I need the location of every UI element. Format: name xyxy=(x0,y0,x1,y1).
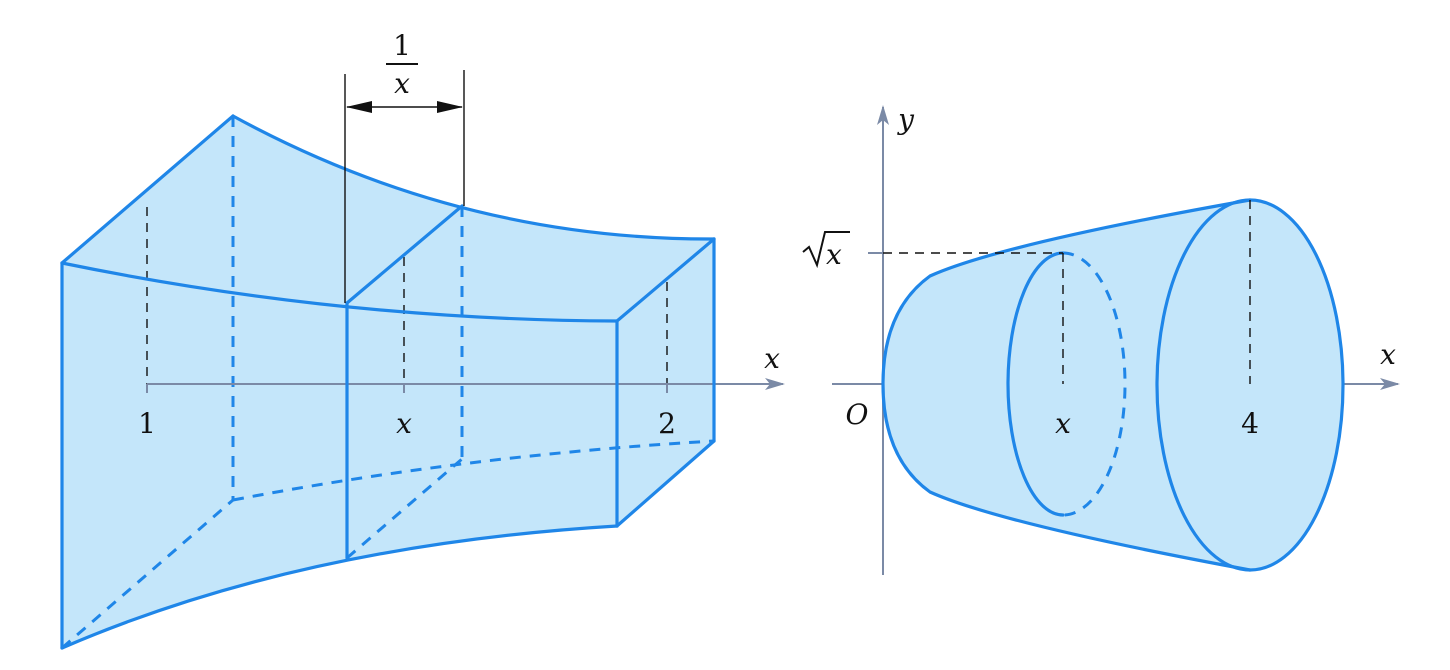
solid-cross-sections-figure: 1 x x 1 x 2 xyxy=(60,29,785,650)
right-tick-label-4: 4 xyxy=(1241,407,1259,440)
left-x-axis-label: x xyxy=(764,342,780,375)
solid-end-face xyxy=(617,239,714,526)
bottom-front-curve xyxy=(60,524,619,650)
tick-label-x: x xyxy=(396,407,412,440)
right-tick-label-x: x xyxy=(1055,407,1071,440)
sqrt-radicand: x xyxy=(826,238,842,271)
solid-of-revolution-figure: x y x O x 4 xyxy=(802,103,1400,575)
hidden-bottom-diagonal-edge xyxy=(61,498,234,650)
solid-top-face xyxy=(62,116,714,321)
width-label-numerator: 1 xyxy=(393,29,411,62)
tick-label-2: 2 xyxy=(658,407,676,440)
slice-top-edge xyxy=(345,204,464,305)
top-back-curve xyxy=(231,114,716,241)
radical-sign-icon xyxy=(802,231,850,269)
right-x-axis-label: x xyxy=(1380,338,1396,371)
paraboloid-outline xyxy=(881,198,1252,572)
tick-label-1: 1 xyxy=(138,407,156,440)
cross-section-visible-half xyxy=(1006,251,1065,517)
right-y-axis-label: y xyxy=(896,103,915,136)
end-bottom-edge xyxy=(615,439,716,528)
end-disk-face xyxy=(1157,200,1343,570)
width-label-denominator: x xyxy=(394,67,410,100)
hidden-slice-bottom-edge xyxy=(346,457,463,560)
origin-label: O xyxy=(846,398,869,431)
end-top-edge xyxy=(615,237,716,323)
solid-front-face xyxy=(62,263,617,648)
top-front-curve xyxy=(60,261,619,323)
top-left-diagonal-edge xyxy=(60,114,235,265)
hidden-bottom-back-edge xyxy=(232,439,715,502)
